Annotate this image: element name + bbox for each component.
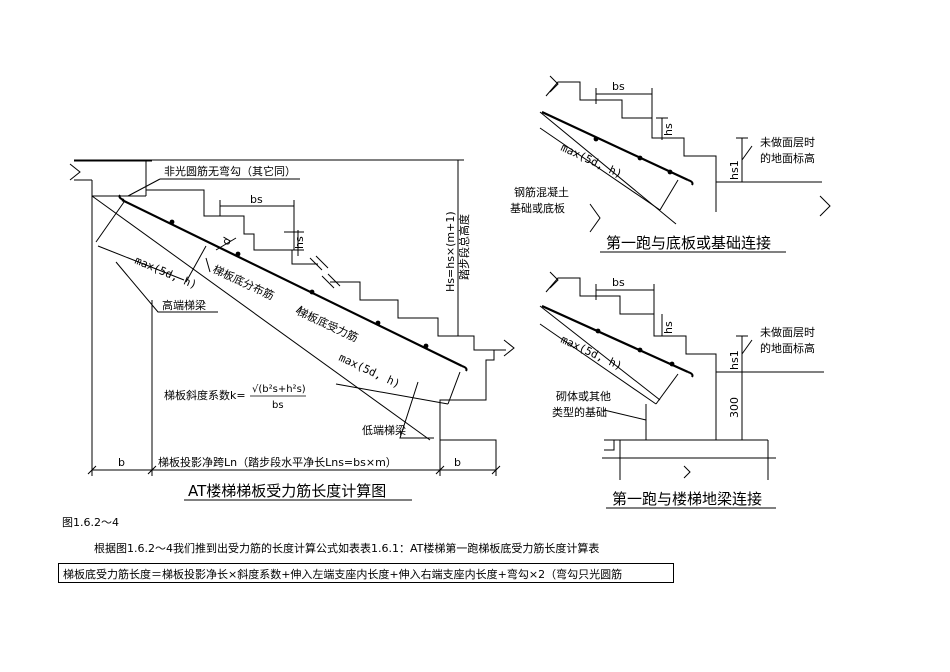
top-right-diagram — [539, 75, 831, 253]
max-lower-dim — [335, 383, 449, 405]
hs-label: hs — [293, 236, 306, 249]
slope-coef-denominator: bs — [272, 400, 284, 411]
slope-coef-label: 梯板斜度系数k= — [164, 388, 246, 402]
b-left-label: b — [118, 456, 125, 469]
br-hs-label: hs — [662, 321, 675, 334]
figure-number: 图1.6.2～4 — [62, 516, 119, 529]
main-rebar — [118, 194, 468, 372]
no-hook-leader — [127, 178, 161, 197]
br-bs-label: bs — [612, 276, 625, 289]
stair-steps — [145, 189, 494, 351]
br-hs1-label: hs1 — [728, 350, 741, 370]
tr-hs1-label: hs1 — [728, 160, 741, 180]
high-beam-label: 高端梯梁 — [162, 298, 206, 312]
main-caption: AT楼梯梯板受力筋长度计算图 — [188, 482, 386, 500]
height-label-2: 踏步段总高度 — [457, 214, 471, 280]
bottom-right-text: bs hs hs1 max(5d, h) 未做面层时 的地面标高 砌体或其他 类… — [552, 276, 815, 508]
tr-hs-label: hs — [662, 123, 675, 136]
tr-base-2: 基础或底板 — [510, 201, 565, 215]
main-diagram — [69, 159, 515, 501]
formula-box: 梯板底受力筋长度＝梯板投影净长×斜度系数+伸入左端支座内长度+伸入右端支座内长度… — [58, 563, 674, 583]
bs-label: bs — [250, 193, 263, 206]
high-beam-leader — [115, 261, 218, 313]
br-base-2: 类型的基础 — [552, 405, 607, 419]
br-300-label: 300 — [728, 397, 741, 418]
tr-base-1: 钢筋混凝土 — [514, 185, 569, 199]
b-right-label: b — [454, 456, 461, 469]
span-label: 梯板投影净跨Ln（踏步段水平净长Lns=bs×m） — [158, 455, 397, 469]
max-upper-label: max(5d, h) — [133, 254, 199, 292]
high-end-beam — [69, 160, 152, 197]
low-end-beam — [439, 339, 515, 476]
low-beam-label: 低端梯梁 — [362, 423, 406, 437]
br-base-1: 砌体或其他 — [556, 389, 611, 403]
slope-coef-numerator: √(b²s+h²s) — [252, 384, 306, 395]
br-ground-2: 的地面标高 — [760, 341, 815, 355]
br-caption: 第一跑与楼梯地梁连接 — [612, 490, 762, 508]
br-ground-1: 未做面层时 — [760, 325, 815, 339]
description-paragraph: 根据图1.6.2～4我们推到出受力筋的长度计算公式如表表1.6.1：AT楼梯第一… — [94, 542, 600, 555]
max-upper-dim — [97, 245, 185, 281]
tr-bs-label: bs — [612, 80, 625, 93]
tr-ground-2: 的地面标高 — [760, 151, 815, 165]
top-right-text: bs hs hs1 max(5d, h) 未做面层时 的地面标高 钢筋混凝土 基… — [510, 80, 815, 252]
low-beam-leader — [399, 381, 434, 439]
d-label: d — [219, 235, 234, 248]
main-bar-label: 梯板底受力筋 — [295, 304, 361, 345]
dist-bar-label: 梯板底分布筋 — [211, 262, 277, 303]
slab-soffit — [91, 195, 431, 441]
max-lower-label: max(5d, h) — [337, 351, 403, 391]
tr-ground-1: 未做面层时 — [760, 135, 815, 149]
tr-caption: 第一跑与底板或基础连接 — [606, 234, 771, 252]
bottom-right-diagram — [539, 271, 824, 509]
no-hook-label: 非光圆筋无弯勾（其它同） — [164, 164, 296, 178]
height-label-1: Hs=hs×(m+1) — [444, 211, 457, 292]
